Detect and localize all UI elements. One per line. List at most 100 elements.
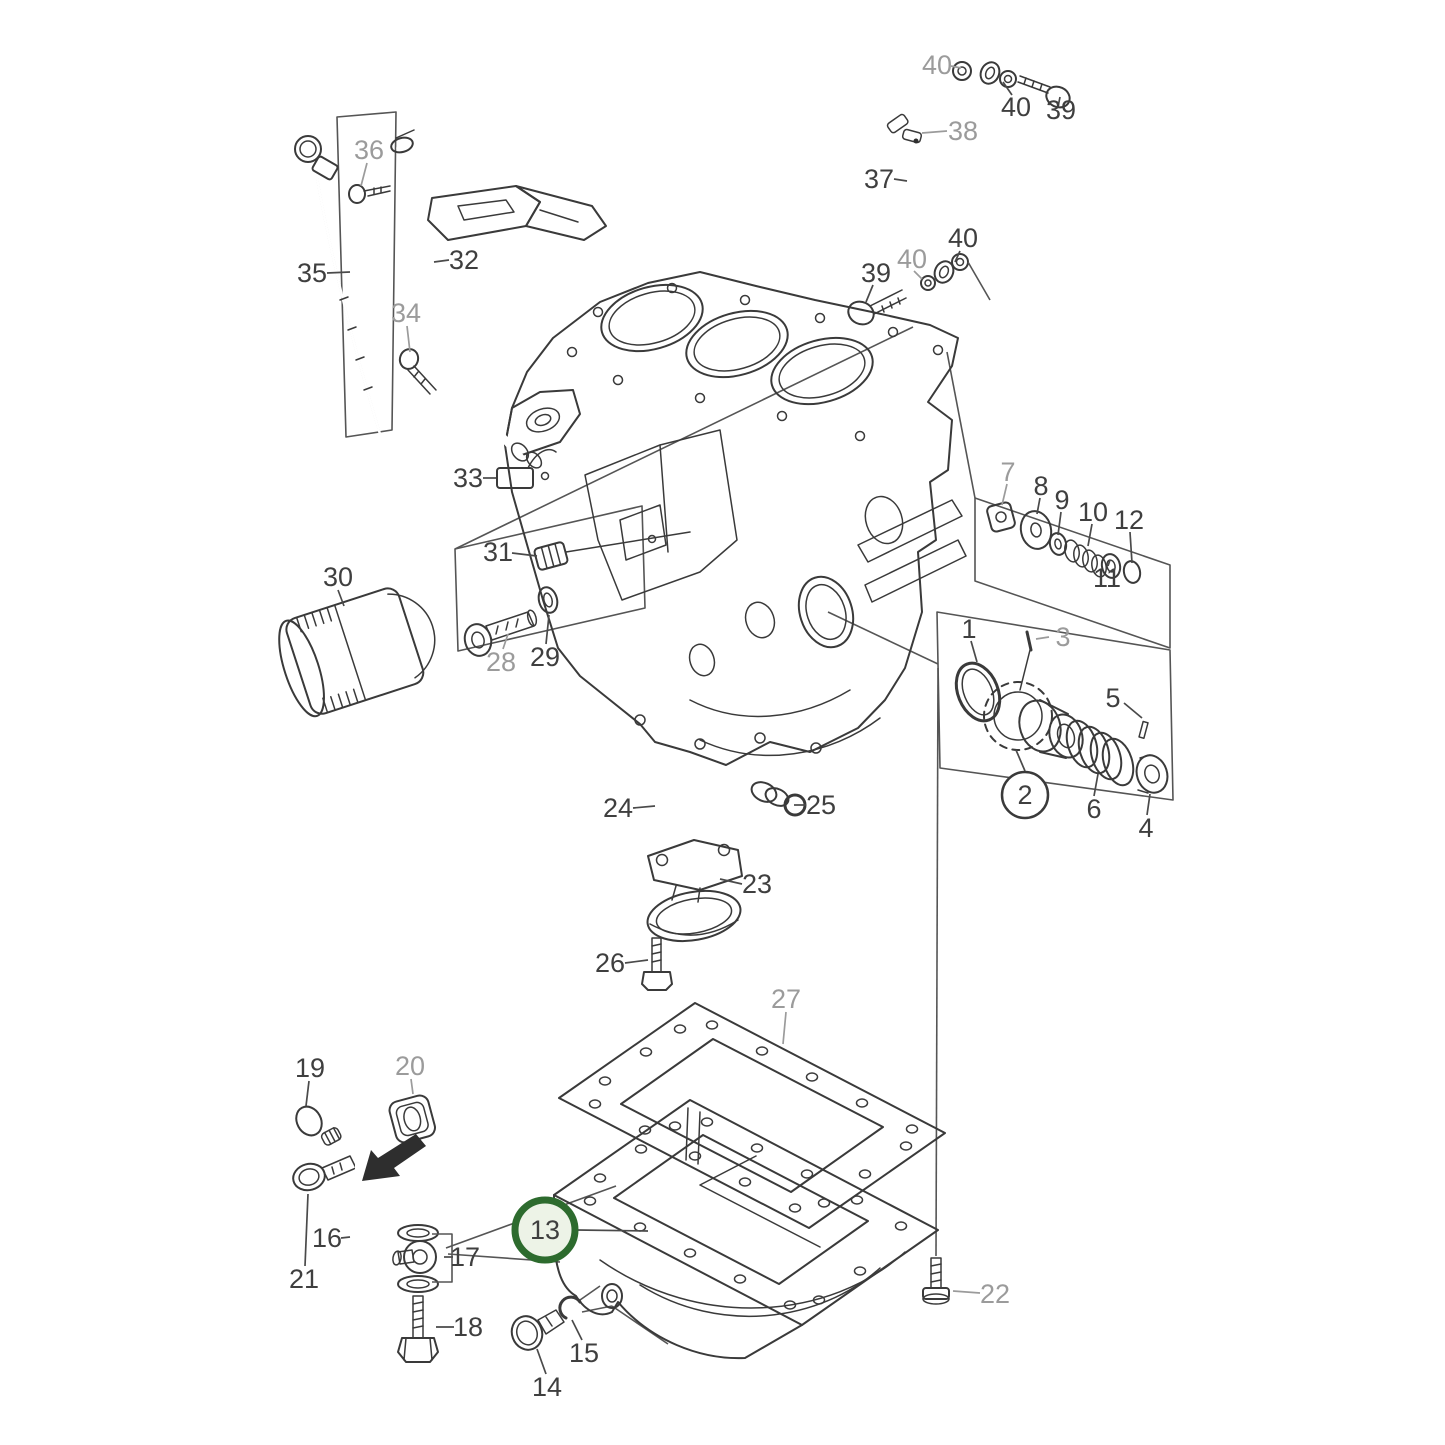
callout-29-16: 29 xyxy=(530,642,560,672)
callout-leader-39-2 xyxy=(1057,96,1061,108)
callout-leader-27-33 xyxy=(782,1011,787,1045)
callout-leader-8-18 xyxy=(1036,497,1041,515)
callout-16-38: 16 xyxy=(312,1223,342,1253)
callout-leader-5-25 xyxy=(1123,702,1143,719)
callout-37-4: 37 xyxy=(864,164,894,194)
callout-leader-24-29 xyxy=(632,805,656,809)
oil-pan xyxy=(553,1099,939,1360)
suction-pipe xyxy=(656,755,807,856)
callout-1-23: 1 xyxy=(961,614,976,644)
callout-leader-12-21 xyxy=(1129,531,1133,564)
callout-leader-13-34 xyxy=(576,1229,649,1232)
callout-leader-32-10 xyxy=(433,259,450,263)
callout-leader-40-6 xyxy=(913,270,923,280)
dipstick xyxy=(294,135,382,436)
callout-leader-2-26 xyxy=(1015,749,1026,772)
callout-leader-10-20 xyxy=(1087,523,1093,547)
callout-leader-39-7 xyxy=(865,284,874,303)
callout-40-1: 40 xyxy=(1001,92,1031,122)
callout-leader-7-17 xyxy=(1001,483,1008,506)
callout-6-27: 6 xyxy=(1086,794,1101,824)
bolt-26 xyxy=(641,937,673,991)
circle-part-2 xyxy=(1000,770,1050,820)
callout-38-3: 38 xyxy=(948,116,978,146)
callout-32-10: 32 xyxy=(449,245,479,275)
callout-leader-14-43 xyxy=(536,1348,547,1375)
oil-level-tube xyxy=(390,129,607,471)
callout-leader-21-39 xyxy=(304,1193,309,1267)
callout-leader-28-15 xyxy=(502,633,509,650)
pan-bolt-holes xyxy=(583,1117,908,1310)
washer-29 xyxy=(537,586,559,614)
callout-11-22: 11 xyxy=(1093,563,1121,593)
callout-15-42: 15 xyxy=(569,1338,599,1368)
callout-26-32: 26 xyxy=(595,948,625,978)
callout-leader-19-36 xyxy=(305,1080,310,1107)
oil-pump xyxy=(954,630,1169,794)
callout-leader-16-38 xyxy=(340,1236,351,1239)
callout-3-24: 3 xyxy=(1055,622,1070,652)
fitting-31 xyxy=(533,531,691,571)
callout-leader-40-5 xyxy=(954,250,961,263)
callout-leader-9-19 xyxy=(1057,511,1062,536)
callout-31-13: 31 xyxy=(483,537,513,567)
oil-pan-gasket xyxy=(558,1002,946,1229)
callout-24-29: 24 xyxy=(603,793,633,823)
callout-5-25: 5 xyxy=(1105,683,1120,713)
drain-plug xyxy=(510,1309,565,1351)
callout-leader-36-8 xyxy=(360,162,368,187)
callout-13-34: 13 xyxy=(530,1215,560,1245)
oil-filter xyxy=(278,587,436,718)
engine-block xyxy=(504,271,967,766)
callout-leader-30-14 xyxy=(337,589,345,607)
callout-2-26: 2 xyxy=(1017,780,1032,810)
callout-leader-20-37 xyxy=(410,1078,414,1095)
callout-27-33: 27 xyxy=(771,984,801,1014)
drain-washer xyxy=(558,1295,582,1320)
callout-19-36: 19 xyxy=(295,1053,325,1083)
callout-leader-15-42 xyxy=(571,1319,583,1341)
callout-7-17: 7 xyxy=(1000,457,1015,487)
callout-10-20: 10 xyxy=(1078,497,1108,527)
callout-40-5: 40 xyxy=(948,223,978,253)
bolt-22 xyxy=(922,1257,950,1305)
callout-leader-4-28 xyxy=(1146,793,1151,816)
callout-22-35: 22 xyxy=(980,1279,1010,1309)
callout-21-39: 21 xyxy=(289,1264,319,1294)
bolt-28 xyxy=(463,609,538,657)
callout-leader-11-22 xyxy=(1107,559,1111,567)
callout-leader-31-13 xyxy=(511,552,538,557)
callout-leader-34-11 xyxy=(406,325,411,353)
bolt-36 xyxy=(348,184,391,204)
callout-leader-37-4 xyxy=(893,178,908,182)
callout-leader-22-35 xyxy=(952,1290,981,1294)
callout-28-15: 28 xyxy=(486,647,516,677)
highlight-circle-part-13 xyxy=(511,1196,579,1264)
callout-36-8: 36 xyxy=(354,135,384,165)
callout-leader-26-32 xyxy=(624,959,649,964)
callout-18-41: 18 xyxy=(453,1312,483,1342)
callout-25-30: 25 xyxy=(806,790,836,820)
callout-30-14: 30 xyxy=(323,562,353,592)
callout-34-11: 34 xyxy=(391,298,421,328)
bolt-34 xyxy=(398,348,437,395)
callout-leader-38-3 xyxy=(921,130,948,134)
callout-frame-panels xyxy=(336,111,1174,1345)
callout-40-0: 40 xyxy=(922,50,952,80)
gasket-bolt-holes xyxy=(588,1020,919,1213)
callout-39-2: 39 xyxy=(1046,95,1076,125)
callout-39-7: 39 xyxy=(861,258,891,288)
callout-9-19: 9 xyxy=(1054,485,1069,515)
callout-12-21: 12 xyxy=(1114,505,1144,535)
callout-leader-3-24 xyxy=(1035,636,1050,640)
callout-14-43: 14 xyxy=(532,1372,562,1402)
callout-33-12: 33 xyxy=(453,463,483,493)
callout-23-31: 23 xyxy=(742,869,772,899)
callout-4-28: 4 xyxy=(1138,813,1153,843)
oil-pipe-37 xyxy=(847,61,1071,326)
callout-leader-40-1 xyxy=(1002,81,1013,96)
callout-leader-29-16 xyxy=(545,614,550,645)
